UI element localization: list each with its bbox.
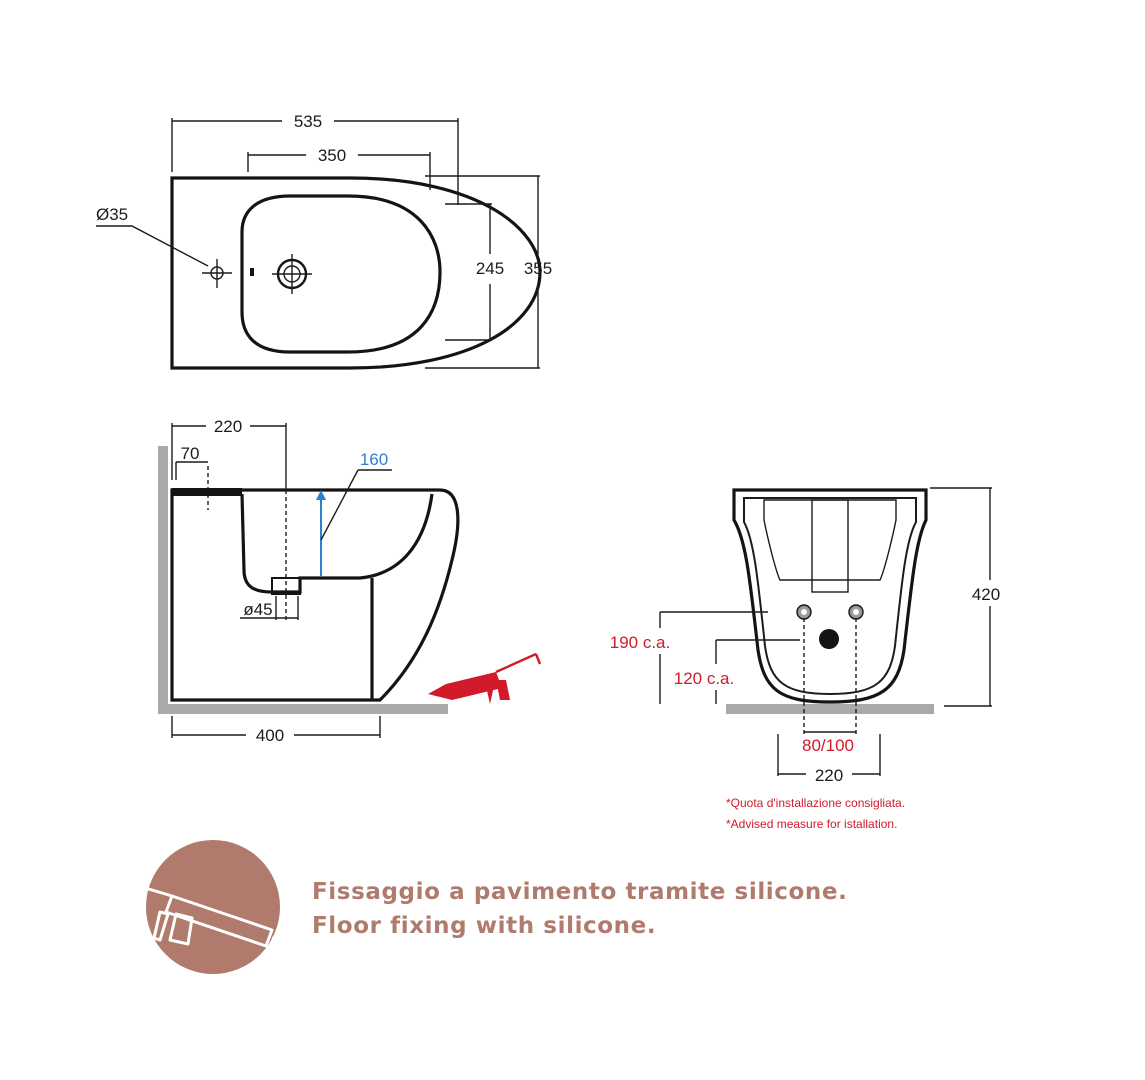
rear-view-rib bbox=[811, 499, 849, 593]
floor bbox=[158, 704, 448, 714]
install-note-en: *Advised measure for istallation. bbox=[726, 817, 897, 831]
top-view-outline bbox=[170, 176, 542, 370]
rear-view-inner bbox=[743, 497, 917, 696]
dim-base-length: 400 bbox=[256, 726, 284, 745]
dim-drain-diameter: ø45 bbox=[243, 600, 272, 619]
wall bbox=[158, 446, 168, 714]
dim-height: 420 bbox=[972, 585, 1000, 604]
dim-tap-hole: Ø35 bbox=[96, 205, 128, 224]
dim-overall-width: 355 bbox=[524, 259, 552, 278]
drain-icon bbox=[272, 254, 312, 294]
footer: Fissaggio a pavimento tramite silicone. … bbox=[117, 840, 847, 974]
caption-it: Fissaggio a pavimento tramite silicone. bbox=[312, 879, 847, 905]
dim-bowl-width: 245 bbox=[476, 259, 504, 278]
side-view-bowl bbox=[240, 493, 434, 594]
caption-en: Floor fixing with silicone. bbox=[312, 913, 656, 939]
rear-view-outline bbox=[732, 488, 928, 704]
install-note-it: *Quota d'installazione consigliata. bbox=[726, 796, 905, 810]
rear-view: 420 190 c.a. 120 c.a. 80/100 220 *Quota … bbox=[610, 487, 1000, 831]
dim-overall-length: 535 bbox=[294, 112, 322, 131]
dim-drain-height: 120 c.a. bbox=[674, 669, 735, 688]
silicone-gun-badge-icon bbox=[117, 840, 303, 974]
dim-water-supply-height: 190 c.a. bbox=[610, 633, 671, 652]
side-view-body bbox=[170, 488, 460, 702]
overflow-slot bbox=[250, 268, 254, 276]
drain-hole bbox=[819, 629, 839, 649]
rear-view-cavity bbox=[763, 499, 897, 581]
side-view: 220 70 160 ø45 400 bbox=[158, 417, 542, 745]
tap-hole-icon bbox=[202, 259, 232, 288]
dim-water-level: 160 bbox=[360, 450, 388, 469]
top-view: 535 350 Ø35 245 355 bbox=[96, 112, 552, 370]
dim-bowl-length: 350 bbox=[318, 146, 346, 165]
rim-band bbox=[172, 488, 242, 496]
water-supply-left-icon bbox=[796, 604, 812, 620]
dim-width-base: 220 bbox=[815, 766, 843, 785]
dim-wall-to-drain: 220 bbox=[214, 417, 242, 436]
dim-supply-spacing: 80/100 bbox=[802, 736, 854, 755]
silicone-gun-icon bbox=[428, 652, 542, 704]
dim-wall-to-tap: 70 bbox=[181, 444, 200, 463]
rear-floor bbox=[726, 704, 934, 714]
water-supply-right-icon bbox=[848, 604, 864, 620]
top-view-bowl bbox=[240, 194, 442, 354]
